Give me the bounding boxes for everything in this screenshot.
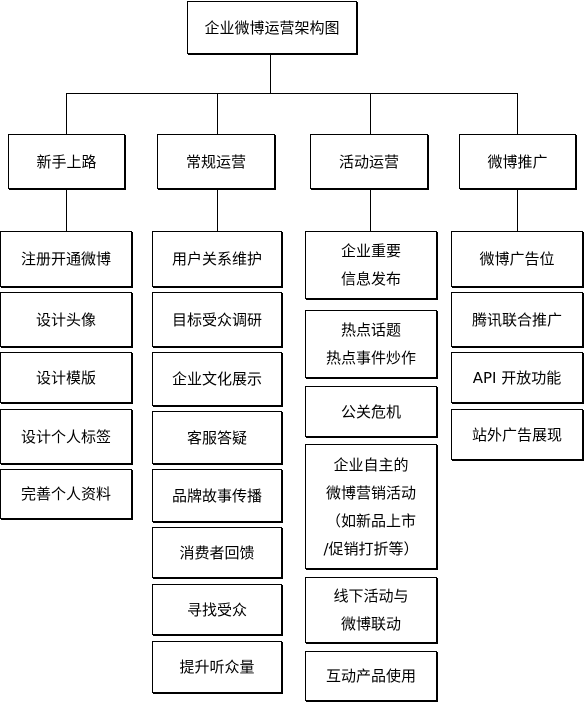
item-node: 完善个人资料 (0, 469, 132, 519)
item-node: 企业自主的 微博营销活动 （如新品上市 /促销打折等） (305, 444, 437, 569)
item-node: 设计模版 (0, 352, 132, 403)
item-node: 企业重要 信息发布 (305, 231, 437, 299)
branch-connector-4 (517, 93, 518, 134)
item-node: 寻找受众 (152, 584, 282, 635)
item-node: 提升听众量 (152, 641, 282, 693)
item-node: 消费者回馈 (152, 527, 282, 578)
item-node: 品牌故事传播 (152, 469, 282, 522)
branch-connector-3 (370, 93, 371, 134)
item-node: 公关危机 (305, 386, 437, 437)
root-node: 企业微博运营架构图 (187, 1, 357, 54)
item-node: 设计个人标签 (0, 409, 132, 464)
branch-bus (66, 93, 518, 94)
item-node: 站外广告展现 (451, 409, 583, 460)
item-node: 注册开通微博 (0, 231, 132, 287)
branch-node-activity: 活动运营 (310, 134, 428, 189)
item-node: 互动产品使用 (305, 651, 437, 701)
item-node: 企业文化展示 (152, 352, 282, 406)
item-node: 用户关系维护 (152, 231, 282, 287)
branch-connector-1 (66, 93, 67, 134)
root-connector (270, 54, 271, 94)
column-connector-3 (370, 189, 371, 231)
item-node: 目标受众调研 (152, 292, 282, 347)
branch-node-routine: 常规运营 (157, 134, 275, 189)
item-node: 热点话题 热点事件炒作 (305, 310, 437, 378)
item-node: 设计头像 (0, 292, 132, 347)
branch-connector-2 (217, 93, 218, 134)
item-node: 微博广告位 (451, 231, 583, 287)
item-node: 客服答疑 (152, 411, 282, 464)
item-node: 线下活动与 微博联动 (305, 577, 437, 643)
column-connector-4 (517, 189, 518, 231)
column-connector-2 (217, 189, 218, 231)
branch-node-promotion: 微博推广 (459, 134, 576, 189)
branch-node-newbie: 新手上路 (8, 134, 125, 189)
item-node: API 开放功能 (451, 352, 583, 403)
item-node: 腾讯联合推广 (451, 292, 583, 347)
column-connector-1 (66, 189, 67, 231)
